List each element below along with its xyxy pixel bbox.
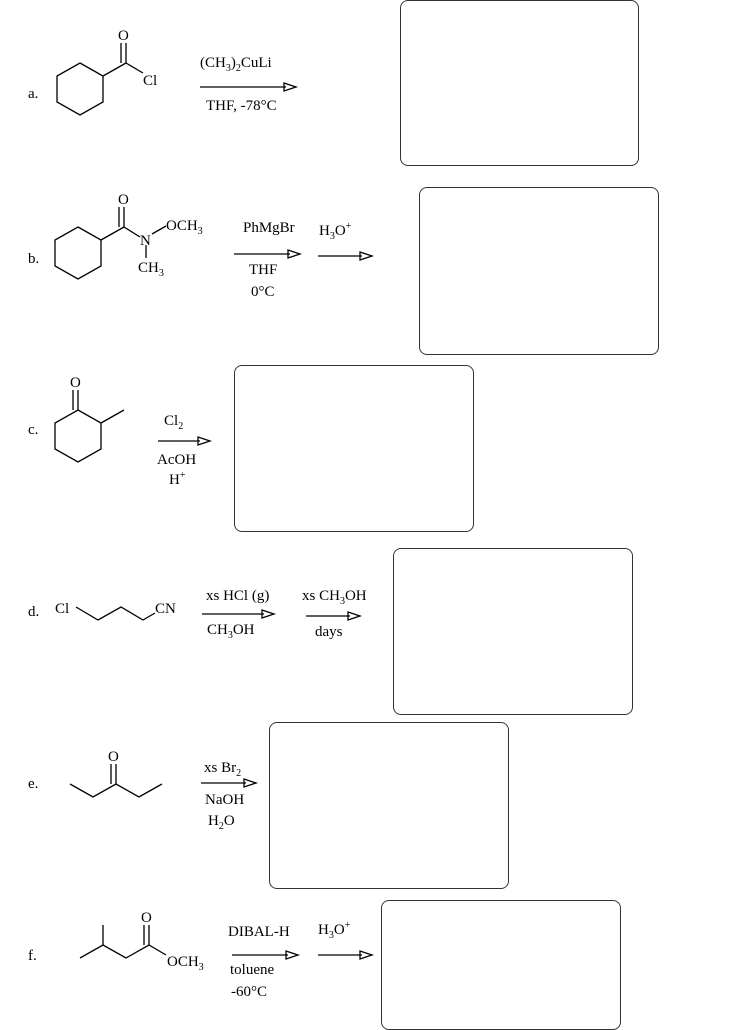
- arrowhead: [347, 611, 363, 621]
- answer-box-e[interactable]: [269, 722, 509, 889]
- atom-cn: CN: [155, 601, 176, 617]
- reagent-step1-above: DIBAL-H: [228, 924, 290, 940]
- carbon-chain: [75, 606, 156, 621]
- reagent-below-2: H+: [169, 470, 186, 488]
- atom-cl: Cl: [55, 601, 69, 617]
- arrowhead: [287, 249, 303, 259]
- arrowhead: [197, 436, 213, 446]
- atom-o: O: [141, 910, 152, 926]
- bond: [100, 226, 125, 241]
- reagent-below: THF, -78°C: [206, 98, 277, 114]
- reagent-above: xs Br2: [204, 760, 242, 779]
- atom-n: N: [140, 233, 151, 249]
- reagent-step2-above: xs CH3OH: [302, 588, 367, 607]
- problem-label: a.: [28, 86, 39, 102]
- arrowhead: [285, 950, 301, 960]
- reagent-above: (CH3)2CuLi: [200, 55, 272, 74]
- problem-label: b.: [28, 251, 40, 267]
- arrowhead: [261, 609, 277, 619]
- problem-label: e.: [28, 776, 39, 792]
- atom-o: O: [108, 749, 119, 765]
- reagent-step1-below-1: toluene: [230, 962, 275, 978]
- reagent-below-2: H2O: [208, 813, 235, 832]
- problem-label: f.: [28, 948, 37, 964]
- answer-box-c[interactable]: [234, 365, 474, 532]
- reagent-above: Cl2: [164, 413, 184, 432]
- atom-och3: OCH3: [167, 954, 204, 973]
- atom-cl: Cl: [143, 73, 157, 89]
- answer-box-d[interactable]: [393, 548, 633, 715]
- problem-label: c.: [28, 422, 39, 438]
- atom-o: O: [118, 192, 129, 208]
- reagent-step2-above: H3O+: [319, 221, 352, 242]
- atom-och3: OCH3: [166, 218, 203, 237]
- reagent-step1-below-2: -60°C: [231, 984, 267, 1000]
- answer-box-b[interactable]: [419, 187, 659, 355]
- reagent-step2-below: days: [315, 624, 343, 640]
- methyl-bond: [100, 409, 125, 424]
- bond: [102, 62, 127, 77]
- arrowhead: [283, 82, 299, 92]
- reagent-below-1: AcOH: [157, 452, 197, 468]
- answer-box-f[interactable]: [381, 900, 621, 1030]
- carbon-chain: [79, 944, 167, 959]
- problem-label: d.: [28, 604, 40, 620]
- bond: [151, 225, 167, 235]
- atom-o: O: [70, 375, 81, 391]
- arrowhead: [359, 950, 375, 960]
- arrowhead: [359, 251, 375, 261]
- bond: [125, 62, 144, 74]
- reagent-step1-below-2: 0°C: [251, 284, 275, 300]
- answer-box-a[interactable]: [400, 0, 639, 166]
- reagent-step1-above: xs HCl (g): [206, 588, 270, 604]
- reagent-below-1: NaOH: [205, 792, 245, 808]
- reagent-step1-below-1: THF: [249, 262, 278, 278]
- atom-o: O: [118, 28, 129, 44]
- reagent-step1-above: PhMgBr: [243, 220, 295, 236]
- bond: [123, 226, 141, 238]
- atom-ch3: CH3: [138, 260, 164, 279]
- reagent-step1-below: CH3OH: [207, 622, 255, 641]
- reagent-step2-above: H3O+: [318, 920, 351, 941]
- arrowhead: [243, 778, 259, 788]
